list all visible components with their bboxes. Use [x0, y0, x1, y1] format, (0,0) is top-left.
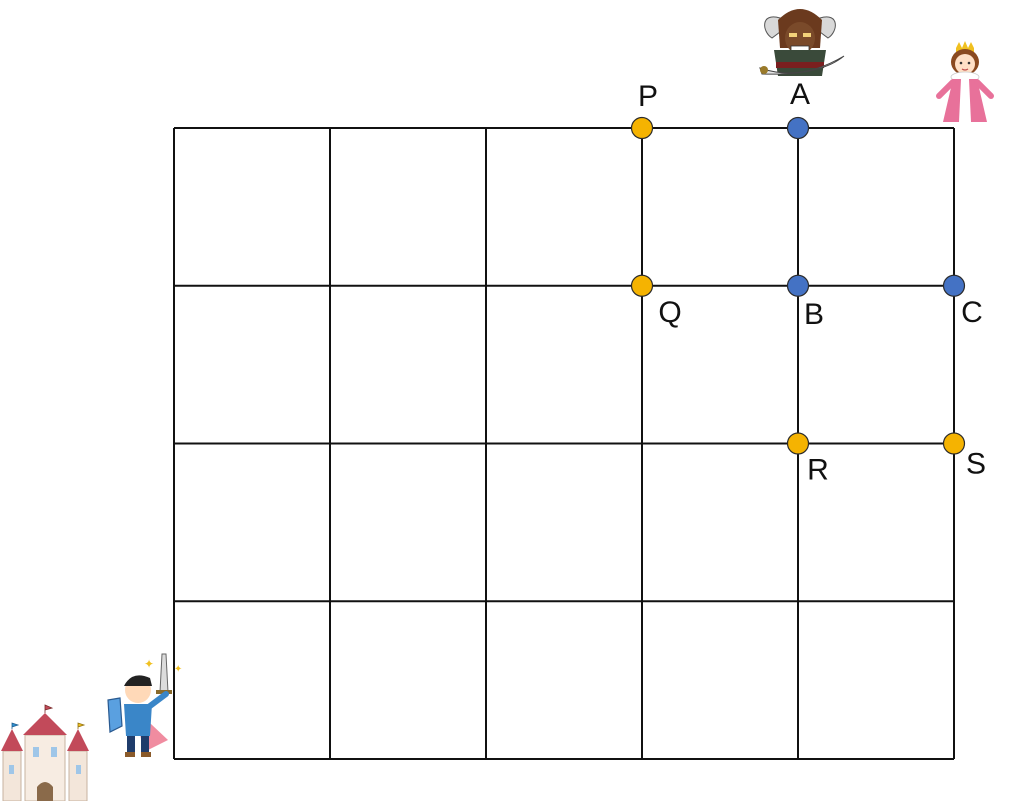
point-s-label: S	[966, 448, 986, 481]
monster-icon	[760, 9, 844, 76]
hero-icon: ✦ ✦	[108, 654, 182, 757]
point-p-label: P	[638, 80, 658, 113]
svg-text:✦: ✦	[144, 657, 154, 671]
grid-lines	[174, 128, 954, 759]
point-b-label: B	[804, 298, 824, 331]
point-p-marker	[632, 118, 653, 139]
point-r-marker	[788, 433, 809, 454]
point-c-label: C	[961, 296, 983, 329]
point-q-label: Q	[658, 296, 681, 329]
princess-icon	[939, 41, 991, 122]
castle-icon	[1, 705, 89, 801]
svg-text:✦: ✦	[174, 664, 182, 675]
point-r-label: R	[807, 454, 829, 487]
point-s-marker	[944, 433, 965, 454]
point-q-marker	[632, 275, 653, 296]
point-b-marker	[788, 275, 809, 296]
point-a-label: A	[790, 78, 810, 111]
point-a-marker	[788, 118, 809, 139]
point-c-marker	[944, 275, 965, 296]
grid-points: P A Q B C R S	[632, 78, 987, 487]
